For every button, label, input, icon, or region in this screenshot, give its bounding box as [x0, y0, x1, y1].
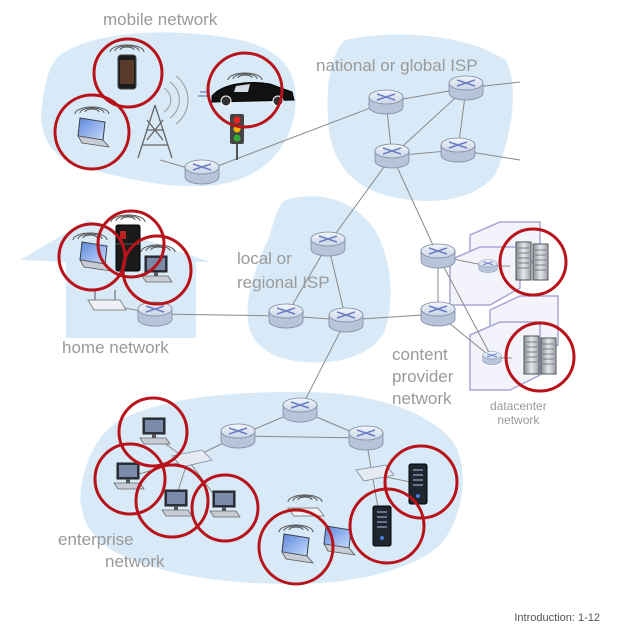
router-icon — [420, 301, 456, 327]
router-icon — [348, 425, 384, 451]
refrigerator-icon — [110, 214, 146, 272]
desktop-pc-icon — [209, 490, 241, 518]
router-icon — [220, 423, 256, 449]
datacenter-label-line1: datacenter — [490, 399, 547, 413]
highlight-circle-ent-pc3 — [134, 463, 210, 539]
router-icon — [374, 143, 410, 169]
local-isp-label-line1: local or — [237, 249, 292, 268]
mobile-network-label: mobile network — [103, 10, 218, 29]
router-icon — [137, 301, 173, 327]
content-label-line1: content — [392, 345, 448, 364]
switches — [171, 258, 502, 482]
traffic-light-icon — [230, 114, 244, 160]
server-tower-icon — [372, 505, 392, 547]
car-icon — [198, 72, 295, 107]
content-label-line2: provider — [392, 367, 454, 386]
enterprise-label-line1: enterprise — [58, 530, 134, 549]
highlight-circle-ent-laptop — [257, 508, 335, 586]
switch-icon — [355, 464, 395, 482]
mobile-network-region — [41, 32, 296, 187]
router-icon — [282, 397, 318, 423]
datacenter-label: datacenter network — [490, 399, 547, 427]
content-label-line3: network — [392, 389, 452, 408]
router-icon — [440, 137, 476, 163]
highlight-circles — [53, 37, 576, 586]
highlight-circle-phone — [92, 37, 164, 109]
highlight-circle-fridge — [96, 209, 166, 279]
national-isp-label: national or global ISP — [316, 56, 478, 75]
content-provider-label: content provider network — [392, 345, 453, 409]
router-icon — [328, 307, 364, 333]
datacenter-label-line2: network — [497, 413, 540, 427]
smartphone-icon — [109, 44, 145, 90]
wifi-access-point-icon — [87, 290, 127, 311]
cell-tower-icon — [137, 75, 189, 159]
highlight-circle-rack-top — [498, 227, 568, 297]
highlight-circle-server2 — [348, 487, 426, 565]
highlight-circle-rack-bottom — [504, 321, 576, 393]
enterprise-label: enterprise network — [58, 530, 165, 572]
highlight-circle-ent-pc4 — [190, 473, 260, 543]
desktop-pc-icon — [161, 489, 193, 517]
router-icon — [420, 243, 456, 269]
local-isp-label: local or regional ISP — [237, 249, 330, 293]
local-isp-label-line2: regional ISP — [237, 273, 330, 292]
highlight-circle-home-pc — [121, 234, 193, 306]
highlight-circle-mobile-laptop — [53, 93, 131, 171]
slide-footer: Introduction: 1-12 — [514, 612, 600, 624]
highlight-circle-ent-pc2 — [93, 442, 167, 516]
home-network-label: home network — [62, 338, 169, 357]
enterprise-label-line2: network — [105, 552, 165, 571]
desktop-pc-icon — [139, 417, 171, 445]
highlight-circle-car — [206, 51, 284, 129]
switch-icon — [478, 258, 498, 274]
highlight-circle-ent-pc1 — [117, 396, 189, 468]
router-icon — [184, 159, 220, 185]
switch-icon — [482, 350, 502, 366]
router-icon — [368, 89, 404, 115]
router-icon — [448, 75, 484, 101]
switch-icon — [171, 449, 213, 468]
highlight-circle-server1 — [383, 444, 459, 520]
router-icon — [268, 303, 304, 329]
